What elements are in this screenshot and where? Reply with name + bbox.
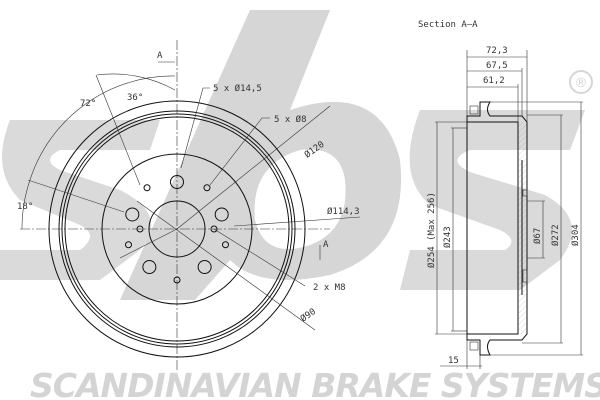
- dim-67-5: 67,5: [486, 61, 508, 71]
- dim-61-2: 61,2: [483, 76, 505, 86]
- m8-hole: [136, 225, 144, 233]
- callout-m8: 2 x M8: [313, 283, 346, 293]
- bolt-hole: [170, 175, 184, 189]
- section-title: Section A–A: [418, 20, 478, 30]
- callout-d90: Ø90: [298, 306, 318, 324]
- bolt-hole: [142, 260, 157, 275]
- bolt-hole: [125, 207, 140, 222]
- angle-18: 18°: [17, 202, 33, 212]
- brand-tagline: SCANDINAVIAN BRAKE SYSTEMS: [30, 366, 600, 400]
- dim-d254: Ø254 (Max 256): [426, 192, 437, 268]
- bolt-hole: [197, 260, 212, 275]
- section-marker-top: A: [157, 51, 163, 61]
- callout-d114: Ø114,3: [327, 206, 360, 217]
- dim-d304: Ø304: [570, 224, 581, 246]
- dim-d243: Ø243: [442, 226, 453, 248]
- callout-small-holes: 5 x Ø8: [274, 114, 307, 125]
- dim-15: 15: [448, 356, 459, 366]
- dim-72-3: 72,3: [486, 46, 508, 56]
- dim-d67: Ø67: [532, 228, 543, 244]
- angle-36: 36°: [127, 93, 143, 103]
- section-marker-right: A: [323, 240, 329, 250]
- small-hole: [222, 241, 230, 249]
- small-hole: [173, 276, 181, 284]
- angle-72: 72°: [80, 99, 96, 109]
- bolt-hole: [214, 207, 229, 222]
- m8-hole: [210, 225, 218, 233]
- small-hole: [203, 184, 211, 192]
- dim-d272: Ø272: [550, 224, 561, 246]
- section-view: Section A–A 72,3 67,5 61,2 15 Ø254 (Max …: [418, 20, 583, 369]
- callout-bolt-holes: 5 x Ø14,5: [213, 83, 262, 94]
- registered-mark: ®: [575, 76, 588, 91]
- small-hole: [124, 241, 132, 249]
- small-hole: [143, 184, 151, 192]
